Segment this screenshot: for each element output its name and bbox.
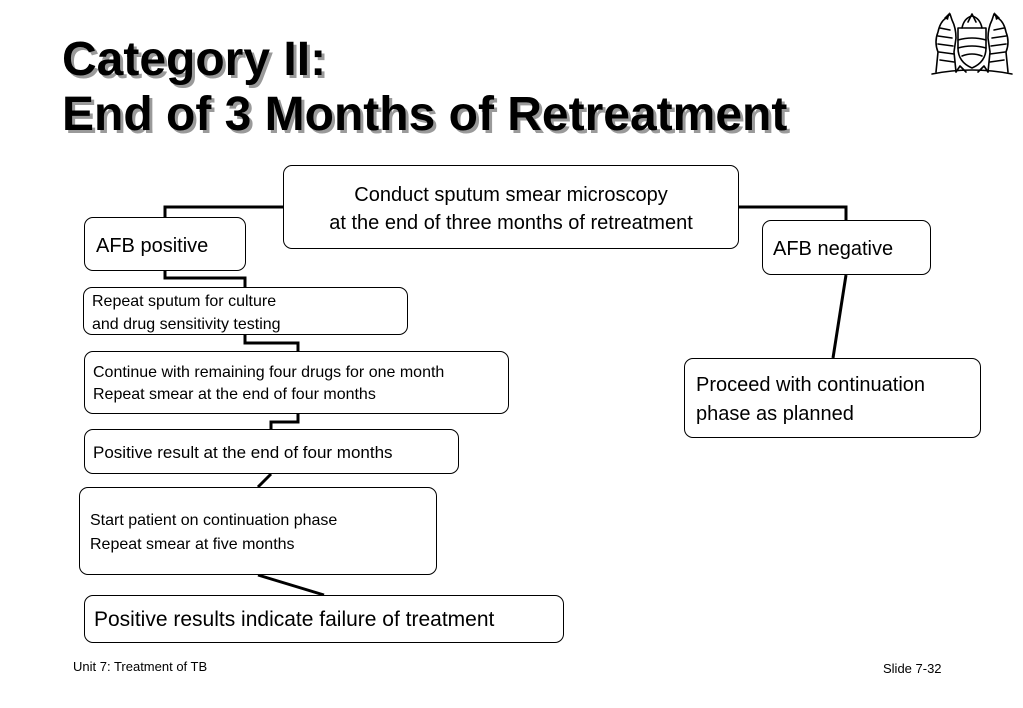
connector-root-afb-positive	[163, 205, 283, 217]
node-text-line: Start patient on continuation phase	[90, 512, 338, 529]
connector-positive4-start	[256, 472, 273, 489]
node-sputum-smear-microscopy: Conduct sputum smear microscopy at the e…	[283, 165, 739, 249]
node-text-line: Positive result at the end of four month…	[93, 443, 393, 462]
slide-title-line-1: Category II:	[62, 33, 327, 86]
coat-of-arms-icon	[931, 12, 1013, 75]
node-text-line: Positive results indicate failure of tre…	[94, 608, 495, 631]
connector-afb-positive-repeat	[163, 271, 247, 287]
node-afb-negative: AFB negative	[762, 220, 931, 275]
footer-unit-label: Unit 7: Treatment of TB	[73, 659, 208, 674]
connector-start-failure	[257, 573, 325, 597]
node-text-line: Repeat sputum for culture	[92, 293, 277, 310]
slide-title-line-2: End of 3 Months of Retreatment	[62, 88, 788, 141]
node-text-line: Conduct sputum smear microscopy	[354, 184, 668, 206]
connector-repeat-continue	[243, 335, 300, 351]
node-text-line: Repeat smear at five months	[90, 536, 295, 553]
node-text-line: at the end of three months of retreatmen…	[329, 212, 693, 234]
node-treatment-failure: Positive results indicate failure of tre…	[84, 595, 564, 643]
node-text-line: Repeat smear at the end of four months	[93, 386, 376, 403]
node-text-line: Continue with remaining four drugs for o…	[93, 364, 445, 381]
node-repeat-culture: Repeat sputum for culture and drug sensi…	[83, 287, 408, 335]
node-text-line: AFB positive	[96, 235, 209, 257]
slide-title: Category II: End of 3 Months of Retreatm…	[62, 32, 787, 142]
node-afb-positive: AFB positive	[84, 217, 246, 271]
connector-root-afb-negative	[739, 205, 848, 220]
node-positive-four-months: Positive result at the end of four month…	[84, 429, 459, 474]
footer-slide-number: Slide 7-32	[883, 661, 942, 676]
connector-afb-negative-proceed	[831, 274, 848, 359]
node-continue-four-drugs: Continue with remaining four drugs for o…	[84, 351, 509, 414]
connector-continue-positive4	[269, 414, 300, 429]
node-start-continuation: Start patient on continuation phase Repe…	[79, 487, 437, 575]
node-text-line: and drug sensitivity testing	[92, 316, 281, 333]
node-text-line: Proceed with continuation	[696, 374, 926, 396]
node-proceed-continuation: Proceed with continuation phase as plann…	[684, 358, 981, 438]
node-text-line: phase as planned	[696, 403, 854, 425]
node-text-line: AFB negative	[773, 238, 894, 260]
